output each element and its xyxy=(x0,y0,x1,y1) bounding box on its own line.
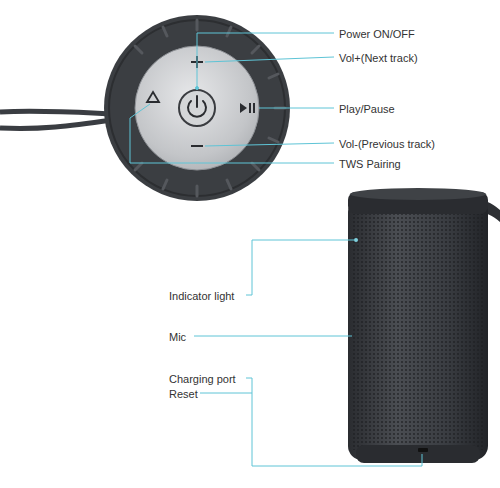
callout-label: Mic xyxy=(168,327,187,345)
callout-label: Reset xyxy=(168,384,199,402)
leader-lines xyxy=(130,33,334,163)
callout-text: Vol+(Next track) xyxy=(338,52,419,64)
callout-label: TWS Pairing xyxy=(338,154,402,172)
strap xyxy=(0,111,112,128)
callout-text: Reset xyxy=(168,388,199,400)
callout-text: Indicator light xyxy=(168,290,235,302)
side-view xyxy=(348,188,500,463)
leader-lines xyxy=(194,240,422,466)
callout-text: Play/Pause xyxy=(338,103,396,115)
callout-text: Charging port xyxy=(168,373,237,385)
callout-label: Play/Pause xyxy=(338,99,396,117)
play-pause-symbol xyxy=(240,103,255,113)
callout-text: TWS Pairing xyxy=(338,158,402,170)
callout-text: Vol-(Previous track) xyxy=(338,138,436,150)
callout-label: Power ON/OFF xyxy=(338,24,416,42)
triangle-symbol xyxy=(147,92,159,102)
callout-label: Vol-(Previous track) xyxy=(338,134,436,152)
callout-text: Power ON/OFF xyxy=(338,28,416,40)
callout-label: Indicator light xyxy=(168,286,235,304)
callout-text: Mic xyxy=(168,331,187,343)
callout-label: Vol+(Next track) xyxy=(338,48,419,66)
callout-label: Charging port xyxy=(168,369,237,387)
minus-symbol xyxy=(191,145,203,147)
